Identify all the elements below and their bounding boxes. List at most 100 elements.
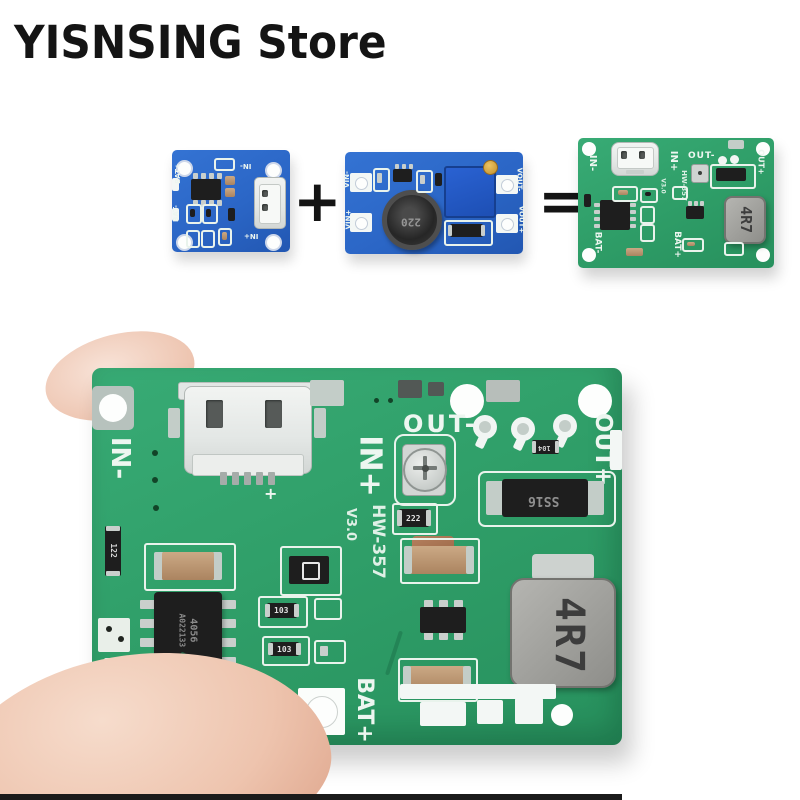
mounting-hole (578, 384, 612, 418)
model-label: HW-357 (367, 504, 388, 579)
bottom-edge-strip (0, 794, 622, 800)
resistor-104: 104 (532, 440, 559, 454)
charger-ic (600, 200, 630, 230)
resistor-122: 122 (105, 526, 121, 576)
boost-module-board: 220 VIN- VIN+ VOUT- VOUT+ (342, 152, 526, 254)
in-minus-label: IN- (105, 436, 136, 480)
resistor (584, 194, 591, 207)
resistor (202, 204, 218, 224)
solder-pad (400, 684, 556, 699)
corner-pad (350, 213, 372, 232)
resistor (314, 640, 346, 664)
trimpot-screw (403, 448, 447, 492)
corner-pad (496, 175, 518, 194)
combined-bat-plus-label: BAT+ (671, 231, 682, 258)
micro-usb-port (254, 177, 286, 229)
resistor (682, 238, 704, 252)
diode-outline (710, 164, 756, 189)
inductor-value: 4R7 (737, 206, 756, 234)
solder-pad (428, 382, 444, 396)
resistor-222: 222 (392, 503, 438, 535)
bat-plus-label: BAT+ (351, 677, 377, 743)
store-watermark: YISNSING Store (14, 16, 387, 69)
resistor (640, 206, 655, 224)
diode (716, 168, 746, 181)
boost-ic (420, 600, 466, 640)
mounting-hole (265, 234, 282, 251)
solder-pad (515, 698, 543, 724)
vout-minus-label: VOUT- (515, 167, 524, 192)
combined-out-minus-label: OUT- (688, 151, 716, 161)
corner-pad (350, 173, 372, 192)
edge-pad (172, 208, 179, 221)
micro-usb-port (611, 142, 659, 176)
resistor (225, 176, 235, 185)
corner-pad (496, 214, 518, 233)
led (302, 562, 320, 580)
mounting-hole (450, 384, 484, 418)
resistor (612, 186, 638, 202)
charger-bat-plus-label: BAT+ (173, 163, 182, 184)
charger-module-board: BAT+ BAT- IN- IN+ (172, 150, 290, 252)
resistor-103-a: 103 (258, 596, 308, 628)
solder-pad (310, 380, 344, 406)
resistor (214, 158, 235, 171)
mounting-hole (99, 394, 127, 422)
combined-in-minus-label: IN- (587, 154, 599, 172)
diode-outline (444, 220, 493, 246)
mounting-hole (756, 142, 770, 156)
combined-bat-minus-label: BAT- (592, 231, 603, 254)
led-outline (280, 546, 342, 596)
resistor (416, 170, 433, 193)
usb-solder-tab (168, 408, 180, 438)
inductor-4r7: 4R7 (510, 578, 616, 688)
micro-usb-port (168, 382, 326, 486)
solder-pad (420, 702, 466, 726)
combined-module-board: IN- IN+ OUT- OUT+ HW-357 V3.0 BAT- BAT+ … (578, 138, 774, 268)
mounting-hole (756, 248, 770, 262)
boost-diode (450, 224, 483, 237)
resistor (225, 188, 235, 197)
solder-pad (486, 380, 520, 402)
inductor-4r7: 4R7 (724, 196, 766, 244)
resistor (218, 228, 232, 246)
inductor-value: 4R7 (546, 596, 593, 676)
charger-bat-minus-label: BAT- (171, 205, 180, 222)
resistor (201, 230, 215, 248)
edge-pad (172, 178, 179, 191)
vin-plus-label: VIN+ (344, 209, 353, 230)
vin-minus-label: VIN- (342, 171, 351, 188)
resistor (228, 208, 235, 221)
charger-in-plus-label: IN+ (244, 232, 259, 240)
capacitor (626, 248, 643, 256)
toroid-inductor: 220 (382, 190, 442, 250)
resistor (724, 242, 744, 256)
resistor (640, 188, 658, 203)
charger-ic (191, 179, 221, 200)
resistor-103-b: 103 (262, 636, 310, 666)
mounting-hole (551, 704, 573, 726)
capacitor-outline (400, 538, 480, 584)
diode-ss16: SS16 (502, 479, 588, 517)
solder-pad (730, 155, 739, 164)
mounting-hole (176, 160, 193, 177)
resistor (640, 224, 655, 242)
capacitor-outline (144, 543, 236, 591)
resistor (186, 204, 202, 224)
charger-in-minus-label: IN- (240, 162, 252, 170)
solder-pad (718, 156, 727, 165)
mounting-hole (582, 248, 596, 262)
solder-pad (477, 700, 503, 724)
combined-version-label: V3.0 (659, 178, 667, 194)
in-plus-label: IN+ (352, 435, 388, 497)
boost-ic (393, 169, 412, 182)
edge-pad (98, 618, 130, 652)
plus-mark: + (264, 484, 278, 503)
out-minus-label: OUT- (403, 410, 478, 438)
trimpot (691, 164, 709, 183)
resistor (186, 230, 200, 248)
vout-plus-label: VOUT+ (517, 205, 526, 234)
edge-pad (610, 430, 622, 470)
diode-marking: SS16 (528, 492, 560, 508)
